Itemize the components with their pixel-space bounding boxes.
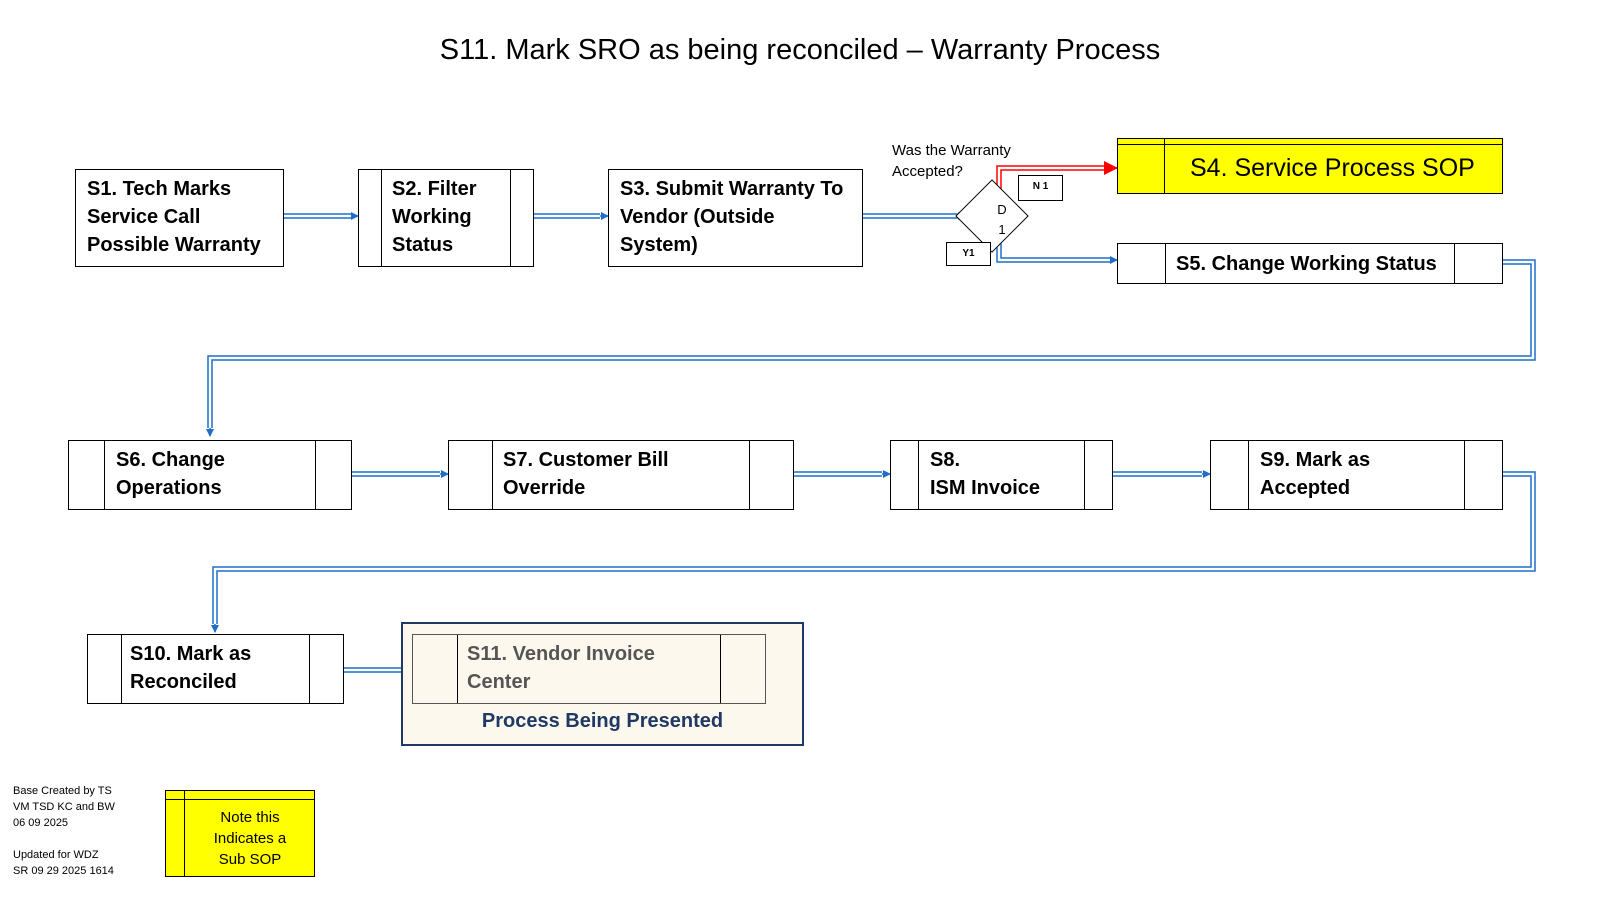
sub-sop-legend-text: Note this Indicates a Sub SOP [213,809,287,868]
step-s1-label: S1. Tech Marks Service Call Possible War… [87,178,261,256]
decision-question: Was the Warranty Accepted? [892,142,1011,180]
step-s10-sub-sop[interactable] [87,634,344,704]
step-s8-sub-sop[interactable] [890,440,1113,510]
arrow-s3-d1 [863,213,958,219]
page-title: S11. Mark SRO as being reconciled – Warr… [439,34,1161,66]
arrow-s8-s9 [1113,471,1202,477]
step-s5-label: S5. Change Working Status [1176,253,1437,275]
step-s10-label: S10. Mark as Reconciled [130,643,252,693]
step-s7-sub-sop[interactable] [448,440,794,510]
step-s7-label: S7. Customer Bill Override [503,449,669,499]
process-being-presented-caption: Process Being Presented [481,710,724,732]
step-s9-sub-sop[interactable] [1210,440,1503,510]
arrow-s7-s8 [794,471,882,477]
sub-sop-legend-note [165,790,315,877]
s4-top-rule [1117,144,1503,145]
step-s8-label: S8. ISM Invoice [930,449,1041,499]
arrow-s9-s10 [212,471,1536,624]
step-s6-sub-sop[interactable] [68,440,352,510]
step-s4-label: S4. Service Process SOP [1190,154,1475,182]
arrow-d1-s5 [996,240,1110,263]
step-s6-label: S6. Change Operations [116,449,225,499]
arrow-s10-s11 [344,667,404,673]
arrow-s1-s2 [284,213,352,219]
step-s5-sub-sop[interactable] [1117,243,1503,284]
step-s1[interactable] [75,169,284,267]
decision-number: 1 [998,222,1006,237]
s4-side-rule [1164,138,1165,194]
decision-letter: D [997,202,1007,217]
arrow-s6-s7 [352,471,440,477]
step-s9-label: S9. Mark as Accepted [1260,449,1371,499]
credits-text: Base Created by TS VM TSD KC and BW 06 0… [13,785,115,877]
step-s3[interactable] [608,169,863,267]
step-s11-label: S11. Vendor Invoice Center [467,643,655,693]
no-tag: N 1 [1018,175,1063,201]
yes-tag: Y1 [946,242,991,266]
arrow-s2-s3 [534,213,600,219]
decision-d1-label: D 1 [995,200,1009,240]
step-s2-sub-sop[interactable] [358,169,534,267]
step-s2-label: S2. Filter Working Status [392,178,477,256]
arrow-s5-s6 [207,259,1536,428]
step-s4-sub-sop[interactable] [1117,138,1503,194]
step-s11-sub-sop[interactable] [412,634,766,704]
step-s3-label: S3. Submit Warranty To Vendor (Outside S… [620,178,844,256]
